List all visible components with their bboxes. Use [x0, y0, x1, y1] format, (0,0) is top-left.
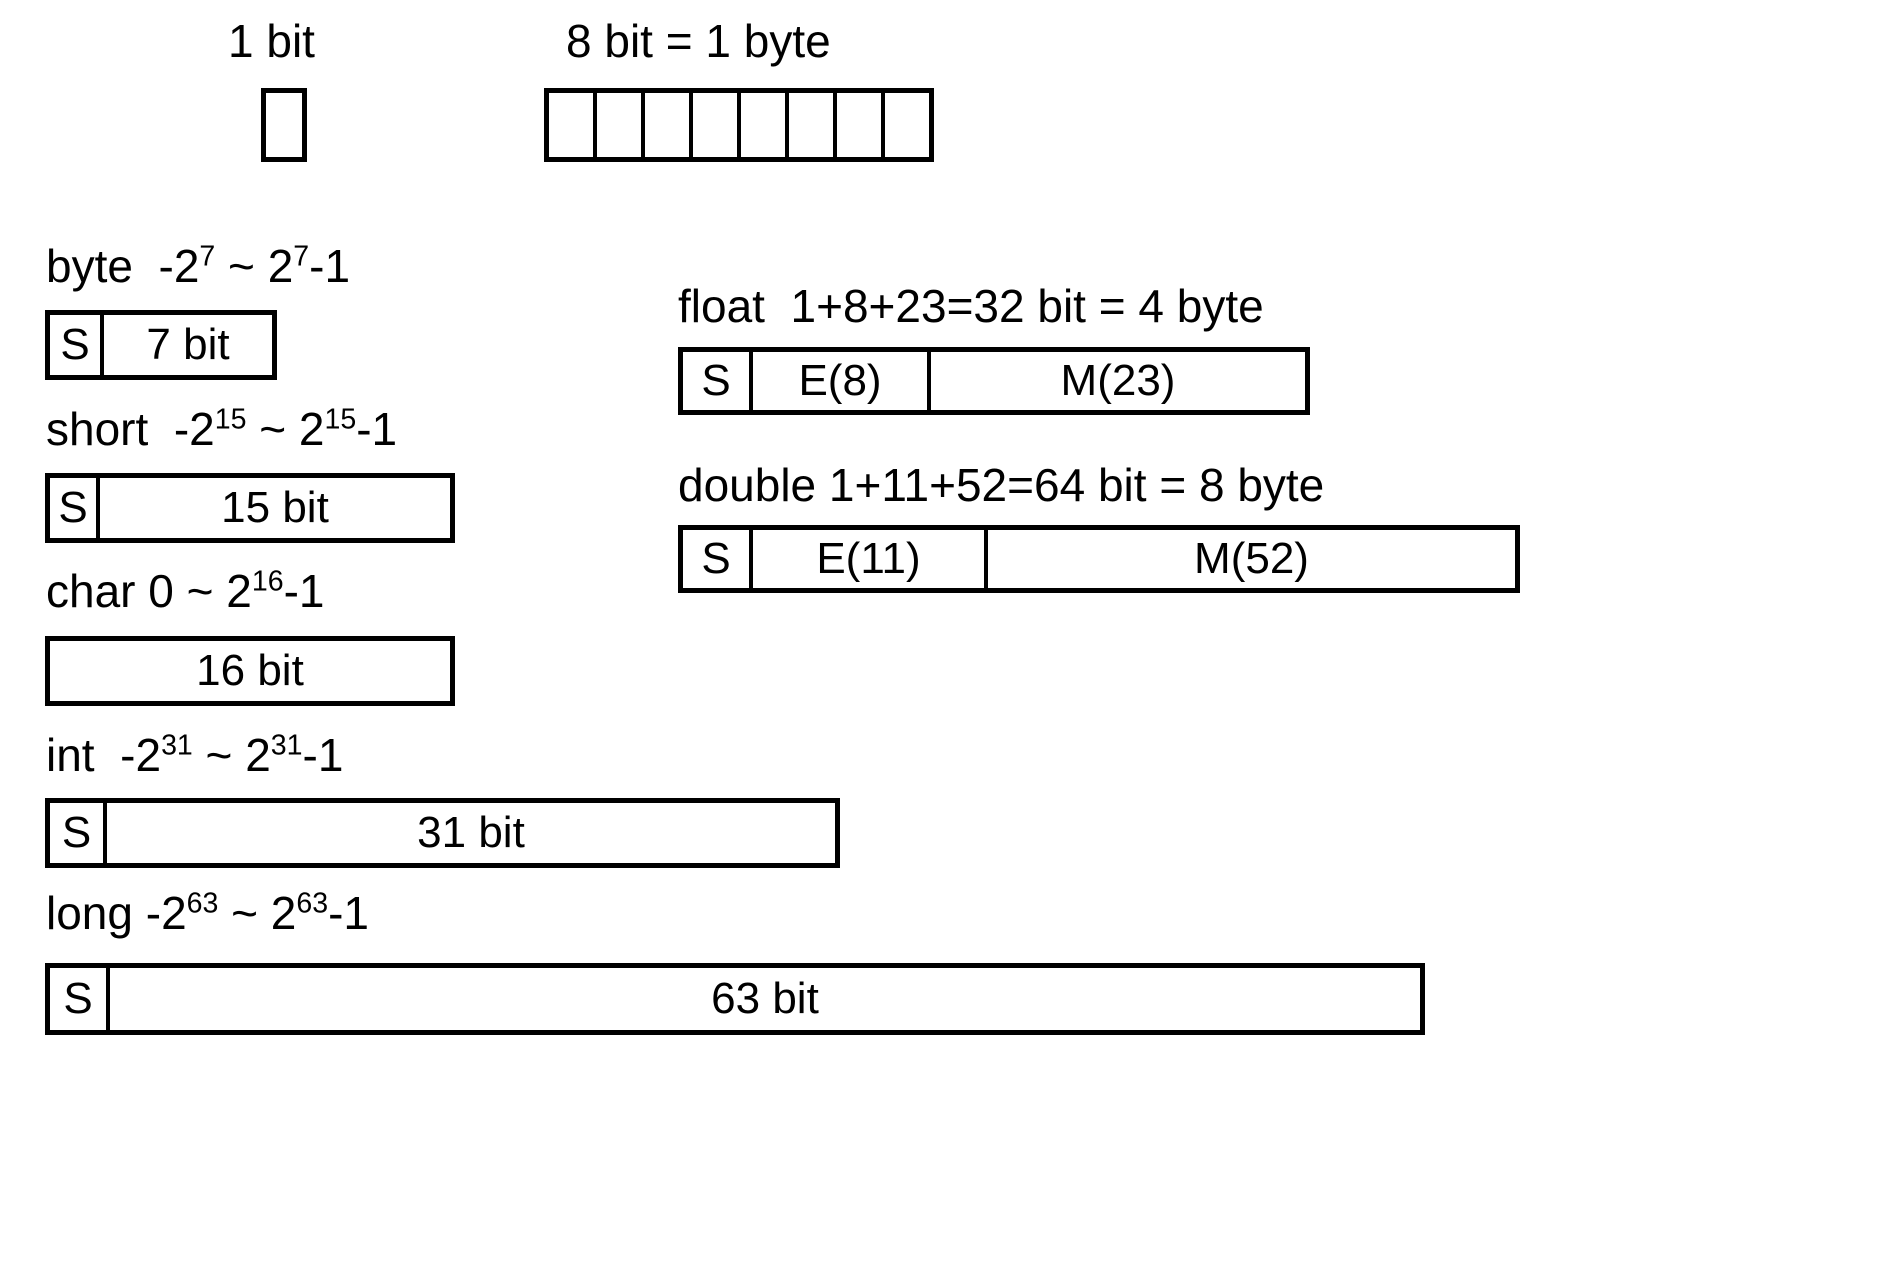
byte-magnitude-segment: 7 bit	[100, 315, 272, 375]
byte-cell-3	[689, 93, 737, 157]
int-bitbox: S 31 bit	[45, 798, 840, 868]
long-bitbox: S 63 bit	[45, 963, 1425, 1035]
float-mantissa-segment: M(23)	[927, 352, 1305, 410]
byte-cell-5	[785, 93, 833, 157]
long-header: long -263 ~ 263-1	[46, 887, 370, 939]
byte-bitbox: S 7 bit	[45, 310, 277, 380]
long-exp-high: 63	[296, 887, 329, 920]
int-exp-low: 31	[161, 729, 193, 762]
int-exp-high: 31	[270, 729, 303, 762]
long-magnitude-segment: 63 bit	[106, 968, 1420, 1030]
byte-cell-1	[593, 93, 641, 157]
short-type-name: short	[46, 403, 149, 455]
byte-exp-low: 7	[199, 240, 216, 273]
float-exponent-segment: E(8)	[749, 352, 927, 410]
double-bitbox: S E(11) M(52)	[678, 525, 1520, 593]
double-sign-segment: S	[701, 534, 731, 583]
char-type-name: char	[46, 565, 136, 617]
byte-header: byte -27 ~ 27-1	[46, 240, 351, 292]
float-header: float 1+8+23=32 bit = 4 byte	[678, 280, 1264, 332]
double-mantissa-segment: M(52)	[984, 530, 1515, 588]
byte-cell-7	[881, 93, 929, 157]
double-header: double 1+11+52=64 bit = 8 byte	[678, 459, 1325, 511]
short-exp-high: 15	[324, 403, 357, 436]
float-bitbox: S E(8) M(23)	[678, 347, 1310, 415]
short-bitbox: S 15 bit	[45, 473, 455, 543]
double-exponent-segment: E(11)	[749, 530, 984, 588]
long-sign-segment: S	[63, 974, 93, 1023]
byte-exp-high: 7	[293, 240, 310, 273]
one-bit-cell	[261, 88, 307, 162]
int-type-name: int	[46, 729, 95, 781]
char-header: char 0 ~ 216-1	[46, 565, 325, 617]
byte-cell-2	[641, 93, 689, 157]
int-sign-segment: S	[61, 808, 92, 857]
short-header: short -215 ~ 215-1	[46, 403, 398, 455]
long-exp-low: 63	[186, 887, 219, 920]
byte-cell-6	[833, 93, 881, 157]
char-exp-high: 16	[251, 565, 284, 598]
one-byte-cells	[544, 88, 934, 162]
short-exp-low: 15	[214, 403, 247, 436]
int-magnitude-segment: 31 bit	[103, 803, 835, 863]
short-sign-segment: S	[58, 483, 88, 532]
char-bitbox: 16 bit	[45, 636, 455, 706]
one-bit-caption: 1 bit	[228, 15, 315, 67]
long-type-name: long	[46, 887, 133, 939]
short-magnitude-segment: 15 bit	[96, 478, 450, 538]
byte-cell-0	[549, 93, 593, 157]
byte-sign-segment: S	[60, 320, 90, 369]
one-byte-caption: 8 bit = 1 byte	[566, 15, 831, 67]
byte-cell-4	[737, 93, 785, 157]
float-sign-segment: S	[701, 356, 731, 405]
byte-type-name: byte	[46, 240, 133, 292]
int-header: int -231 ~ 231-1	[46, 729, 344, 781]
char-magnitude-segment: 16 bit	[196, 646, 304, 695]
